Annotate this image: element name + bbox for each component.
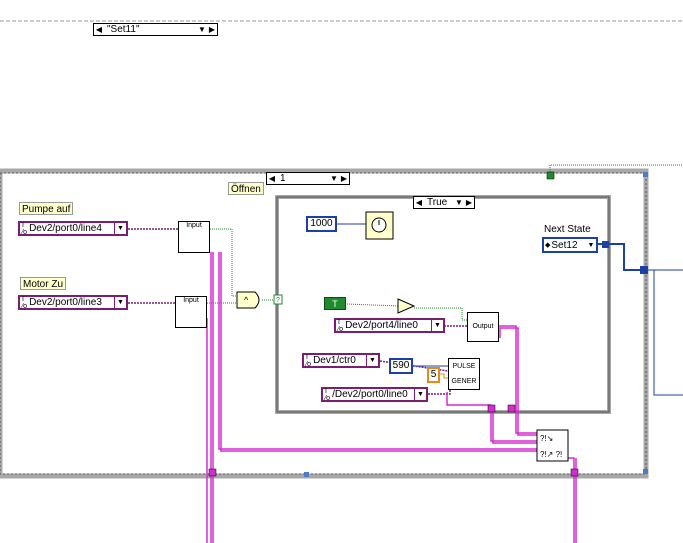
pulse-count-constant[interactable]: 5 [427, 367, 440, 383]
case-selector-glyph: ? [276, 297, 280, 304]
inner-case-selector[interactable]: ◀ True ▼ ▶ [413, 196, 475, 209]
dropdown-arrow-icon[interactable]: ▼ [414, 389, 426, 400]
increment-arrow-icon[interactable]: ▶ [208, 25, 216, 34]
true-constant-label: T [332, 299, 338, 309]
io-icon: I⁄o [22, 295, 28, 310]
wait-ms-constant[interactable]: 1000 [306, 216, 337, 232]
outer-case-selector[interactable]: ◀ "Set11" ▼ ▶ [93, 23, 218, 36]
wire-not-out [414, 307, 467, 321]
not-gate-icon [397, 298, 416, 314]
wire-next-state-1 [598, 243, 643, 271]
daq-input-vi-2[interactable]: Input [175, 296, 207, 328]
increment-arrow-icon[interactable]: ▶ [465, 198, 473, 207]
sequence-frame-inner [0, 172, 647, 475]
vi-label: Input [183, 297, 199, 304]
wire-true [346, 303, 399, 307]
channel-ctr0[interactable]: I⁄o Dev1/ctr0 ▼ [302, 353, 380, 368]
vi-label: Output [472, 323, 494, 330]
next-state-value: Set12 [551, 239, 578, 251]
increment-arrow-icon[interactable]: ▶ [340, 174, 348, 183]
tunnel-bool-top [546, 171, 555, 180]
dropdown-arrow-icon[interactable]: ▼ [431, 320, 443, 331]
true-constant[interactable]: T [324, 297, 346, 310]
wire-bool-1 [210, 228, 237, 297]
decrement-arrow-icon[interactable]: ◀ [95, 25, 103, 34]
next-state-label: Next State [542, 223, 593, 236]
wire-error-merge-out [568, 457, 575, 543]
wire-next-state-2 [648, 269, 683, 396]
tunnel-error-2 [570, 468, 579, 477]
tunnel-next-inner [602, 241, 609, 248]
outer-case-value: "Set11" [107, 24, 140, 35]
wire-error-pulse-vi [446, 392, 491, 406]
case-selector-terminal [273, 294, 283, 305]
daq-input-vi-1[interactable]: Input [178, 221, 210, 253]
io-icon: I⁄o [306, 353, 312, 368]
channel-port4[interactable]: I⁄o Dev2/port4/line0 ▼ [334, 318, 445, 333]
corner-mark [643, 172, 648, 177]
corner-mark [643, 469, 648, 474]
dropdown-arrow-icon[interactable]: ▼ [455, 198, 463, 207]
dropdown-arrow-icon[interactable]: ▼ [114, 297, 126, 308]
and-gate-symbol: ^ [244, 295, 249, 305]
tunnel-error-4 [507, 404, 516, 413]
pulse-generator-vi[interactable]: PULSE GENER [448, 358, 480, 390]
next-state-enum[interactable]: ◆ Set12 ▼ [542, 237, 598, 253]
sequence-frame-value: 1 [280, 173, 286, 184]
enum-spin-icon[interactable]: ◆ [545, 242, 551, 249]
dropdown-arrow-icon[interactable]: ▼ [198, 25, 206, 34]
channel-port0[interactable]: I⁄o /Dev2/port0/line0 ▼ [321, 387, 428, 402]
vi-label: Input [186, 222, 202, 229]
wire-5 [440, 373, 448, 379]
decrement-arrow-icon[interactable]: ◀ [268, 174, 276, 183]
channel-line4[interactable]: I⁄o Dev2/port0/line4 ▼ [18, 221, 128, 236]
inner-case-value: True [427, 197, 448, 208]
io-icon: I⁄o [325, 387, 331, 402]
tunnel-error-1 [208, 468, 217, 477]
sequence-frame-label: Öffnen [228, 182, 264, 195]
merge-errors-glyph: ?!↗ ?! [540, 450, 562, 459]
daq-output-vi[interactable]: Output [467, 312, 499, 342]
dropdown-arrow-icon[interactable]: ▼ [330, 174, 338, 183]
io-icon: I⁄o [338, 318, 344, 333]
corner-mark [304, 472, 309, 477]
channel-line3[interactable]: I⁄o Dev2/port0/line3 ▼ [18, 295, 128, 310]
motor-label: Motor Zu [20, 277, 67, 290]
vi-label-line1: PULSE [452, 363, 476, 370]
io-icon: I⁄o [22, 221, 28, 236]
wire-error-input1-right [218, 252, 537, 450]
merge-errors-icon [536, 429, 569, 462]
tunnel-error-3 [487, 404, 496, 413]
wire-error-input1-right-b [220, 252, 537, 452]
wire-error-pulse [490, 409, 537, 442]
dropdown-arrow-icon[interactable]: ▼ [114, 223, 126, 234]
merge-errors-glyph: ?!↘ [540, 434, 553, 443]
pumpe-label: Pumpe auf [19, 202, 74, 215]
wire-top-right [549, 164, 683, 176]
vi-label-line2: GENER [451, 378, 477, 385]
wire-error-pulse-b [492, 409, 537, 444]
tunnel-next-state [640, 266, 648, 274]
dropdown-arrow-icon[interactable]: ▼ [366, 355, 378, 366]
pulse-value-constant[interactable]: 590 [389, 358, 413, 374]
decrement-arrow-icon[interactable]: ◀ [415, 198, 423, 207]
dropdown-arrow-icon[interactable]: ▼ [587, 241, 595, 249]
and-gate-icon [236, 291, 260, 309]
wire-error-output-b [499, 327, 537, 436]
sequence-frame-selector[interactable]: ◀ 1 ▼ ▶ [266, 172, 350, 185]
